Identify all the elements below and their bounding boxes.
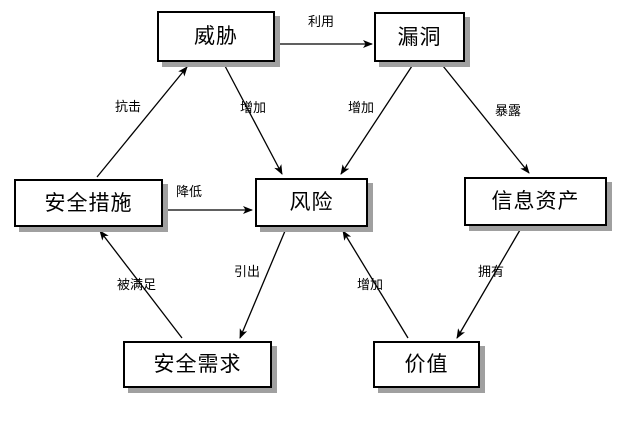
edge-label-resists: 抗击	[115, 100, 142, 115]
edge-vulnerability-increases-risk	[340, 65, 413, 175]
edge-safeguard-resists-threat	[96, 66, 188, 178]
node-vulnerability[interactable]: 漏洞	[374, 12, 465, 62]
node-value-label: 价值	[404, 352, 449, 376]
edge-requirement-satisfied-by-safeguard	[99, 230, 183, 339]
edge-label-reduces: 降低	[176, 185, 203, 200]
node-vulnerability-label: 漏洞	[397, 24, 442, 49]
edge-label-exposes: 暴露	[495, 104, 522, 119]
edge-label-satisfied-by: 被满足	[117, 278, 157, 293]
node-security-requirement[interactable]: 安全需求	[123, 341, 272, 388]
edge-label-vulnerability-increases: 增加	[348, 101, 375, 116]
node-value[interactable]: 价值	[373, 341, 480, 388]
node-threat-label: 威胁	[194, 24, 238, 48]
node-risk[interactable]: 风险	[255, 178, 368, 227]
node-safeguard-label: 安全措施	[44, 190, 133, 215]
edge-vulnerability-exposes-asset	[442, 65, 530, 174]
node-asset-label: 信息资产	[491, 189, 580, 213]
edge-label-has: 拥有	[478, 265, 505, 280]
node-security-requirement-label: 安全需求	[153, 352, 242, 376]
edge-threat-increases-risk	[224, 65, 283, 175]
node-asset[interactable]: 信息资产	[464, 177, 607, 226]
node-threat[interactable]: 威胁	[157, 11, 275, 62]
edge-label-exploits: 利用	[308, 15, 335, 30]
edge-label-threat-increases: 增加	[240, 101, 267, 116]
edge-risk-derives-requirement	[239, 230, 286, 339]
edge-value-increases-risk	[342, 230, 409, 339]
edge-label-value-increases: 增加	[357, 278, 384, 293]
node-safeguard[interactable]: 安全措施	[14, 179, 163, 227]
edge-label-derives: 引出	[234, 265, 261, 280]
node-risk-label: 风险	[289, 190, 334, 214]
edge-asset-has-value	[456, 229, 521, 339]
